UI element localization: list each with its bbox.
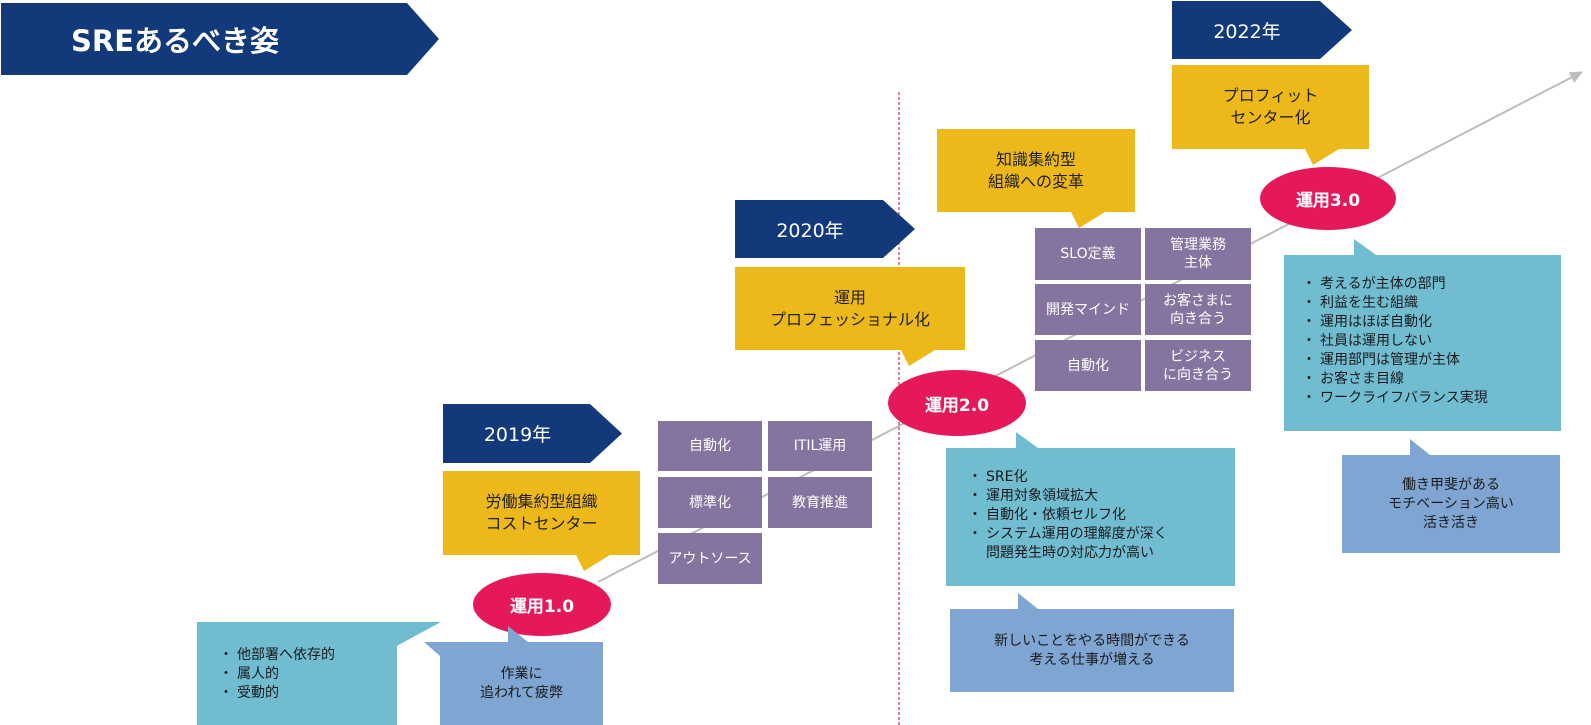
stage1-result-text: 作業に 追われて疲弊 — [480, 665, 563, 701]
tile-label: 開発マインド — [1046, 301, 1130, 318]
list-item: 考えるが主体の部門 — [1300, 275, 1561, 294]
year-2019-banner: 2019年 — [443, 404, 622, 463]
tile-label: 自動化 — [689, 438, 731, 454]
tile-label: アウトソース — [668, 550, 752, 567]
year-2022-banner: 2022年 — [1172, 1, 1352, 59]
list-item: 属人的 — [217, 665, 397, 684]
tile-label: SLO定義 — [1060, 246, 1116, 262]
stage1-tile-outsource: アウトソース — [658, 533, 762, 584]
stage25-tile-business: ビジネス に向き合う — [1145, 340, 1251, 391]
tile-label: お客さまに 向き合う — [1163, 292, 1233, 327]
stage3-org-type-text: プロフィット センター化 — [1222, 86, 1319, 127]
tile-label: ITIL運用 — [793, 438, 847, 454]
stage3-result-text: 働き甲斐がある モチベーション高い 活き活き — [1388, 476, 1514, 531]
year-2019-label: 2019年 — [483, 424, 552, 446]
list-item: システム運用の理解度が深く 問題発生時の対応力が高い — [966, 525, 1235, 563]
stage1-org-type-callout: 労働集約型組織 コストセンター — [443, 471, 640, 571]
stage2-traits-box: SRE化 運用対象領域拡大 自動化・依頼セルフ化 システム運用の理解度が深く 問… — [946, 432, 1235, 586]
stage2-result-text: 新しいことをやる時間ができる 考える仕事が増える — [994, 632, 1190, 668]
stage1-traits-box: 他部署へ依存的 属人的 受動的 — [197, 622, 441, 725]
page-title: SREあるべき姿 — [71, 24, 280, 58]
list-item: 受動的 — [217, 684, 397, 703]
list-item: お客さま目線 — [1300, 370, 1561, 389]
tile-label: ビジネス に向き合う — [1163, 348, 1233, 383]
tile-label: 教育推進 — [792, 494, 848, 511]
stage1-tile-itil: ITIL運用 — [768, 421, 872, 471]
stage3-org-type-callout: プロフィット センター化 — [1172, 65, 1369, 165]
tile-label: 標準化 — [689, 494, 731, 511]
stage1-tile-education: 教育推進 — [768, 477, 872, 528]
list-item: ワークライフバランス実現 — [1300, 389, 1561, 408]
list-item: 利益を生む組織 — [1300, 294, 1561, 313]
stage2-badge-label: 運用2.0 — [924, 395, 990, 416]
stage3-traits-list: 考えるが主体の部門 利益を生む組織 運用はほぼ自動化 社員は運用しない 運用部門… — [1300, 275, 1561, 408]
stage1-badge: 運用1.0 — [473, 573, 611, 636]
stage25-org-type-text: 知識集約型 組織への変革 — [987, 149, 1084, 191]
list-item: SRE化 — [966, 468, 1235, 487]
list-item: 社員は運用しない — [1300, 332, 1561, 351]
stage25-tile-management: 管理業務 主体 — [1145, 228, 1251, 280]
page-title-banner: SREあるべき姿 — [1, 3, 439, 75]
year-2020-label: 2020年 — [776, 219, 844, 242]
list-item: 運用はほぼ自動化 — [1300, 313, 1561, 332]
list-item: 運用部門は管理が主体 — [1300, 351, 1561, 370]
stage3-badge: 運用3.0 — [1260, 167, 1396, 230]
stage2-result-box: 新しいことをやる時間ができる 考える仕事が増える — [950, 593, 1234, 692]
stage1-badge-label: 運用1.0 — [509, 597, 575, 617]
stage25-tile-dev-mind: 開発マインド — [1035, 284, 1141, 335]
stage3-result-box: 働き甲斐がある モチベーション高い 活き活き — [1342, 439, 1560, 553]
stage2-org-type-callout: 運用 プロフェッショナル化 — [735, 267, 965, 366]
stage1-tile-standardization: 標準化 — [658, 477, 762, 528]
stage2-traits-list: SRE化 運用対象領域拡大 自動化・依頼セルフ化 システム運用の理解度が深く 問… — [966, 468, 1235, 563]
stage2-org-type-text: 運用 プロフェッショナル化 — [769, 287, 930, 329]
stage25-org-type-callout: 知識集約型 組織への変革 — [937, 129, 1135, 228]
stage3-badge-label: 運用3.0 — [1295, 191, 1361, 211]
stage25-tile-slo: SLO定義 — [1035, 228, 1141, 280]
year-2020-banner: 2020年 — [735, 200, 915, 258]
stage3-traits-box: 考えるが主体の部門 利益を生む組織 運用はほぼ自動化 社員は運用しない 運用部門… — [1284, 239, 1561, 431]
list-item: 自動化・依頼セルフ化 — [966, 506, 1235, 525]
list-item: 運用対象領域拡大 — [966, 487, 1235, 506]
list-item: 他部署へ依存的 — [217, 646, 397, 665]
year-2022-label: 2022年 — [1213, 20, 1281, 43]
stage25-tile-automation: 自動化 — [1035, 340, 1141, 391]
tile-label: 自動化 — [1067, 357, 1109, 374]
stage1-org-type-text: 労働集約型組織 コストセンター — [485, 492, 598, 533]
stage1-traits-list: 他部署へ依存的 属人的 受動的 — [217, 646, 397, 703]
stage1-result-pointer — [424, 642, 440, 656]
stage1-result-box: 作業に 追われて疲弊 — [440, 626, 603, 725]
stage25-tile-customer: お客さまに 向き合う — [1145, 284, 1251, 335]
tile-label: 管理業務 主体 — [1170, 237, 1226, 271]
stage1-tile-automation: 自動化 — [658, 421, 762, 471]
stage2-badge: 運用2.0 — [888, 370, 1026, 436]
